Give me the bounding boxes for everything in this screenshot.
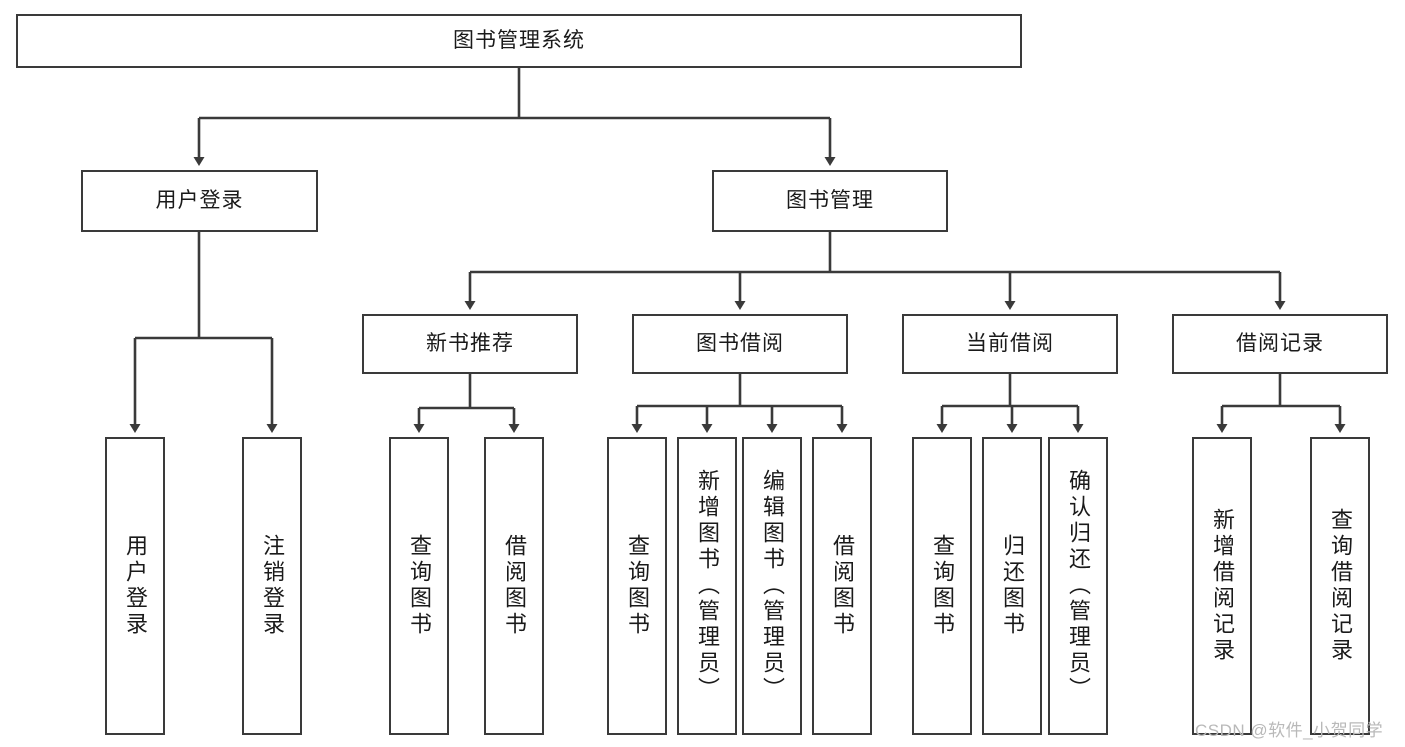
node-label: 借阅图书 — [502, 534, 527, 638]
node-leaf-user-login[interactable]: 用户登录 — [105, 437, 165, 735]
node-label: 新书推荐 — [426, 331, 514, 355]
node-leaf-add-record[interactable]: 新增借阅记录 — [1192, 437, 1252, 735]
node-leaf-borrow-book-2[interactable]: 借阅图书 — [812, 437, 872, 735]
node-leaf-query-book-2[interactable]: 查询图书 — [607, 437, 667, 735]
node-label: 借阅记录 — [1236, 331, 1324, 355]
node-label: 查询借阅记录 — [1328, 508, 1353, 664]
node-label: 图书管理 — [786, 188, 874, 212]
node-label: 确认归还（管理员） — [1066, 469, 1091, 703]
node-label: 新增图书（管理员） — [695, 469, 720, 703]
node-label: 查询图书 — [407, 534, 432, 638]
node-label: 当前借阅 — [966, 331, 1054, 355]
node-label: 归还图书 — [1000, 534, 1025, 638]
node-label: 编辑图书（管理员） — [760, 469, 785, 703]
node-label: 查询图书 — [930, 534, 955, 638]
watermark-text: CSDN @软件_小贺同学 — [1195, 721, 1384, 740]
node-leaf-logout-login[interactable]: 注销登录 — [242, 437, 302, 735]
node-label: 用户登录 — [155, 188, 244, 212]
node-leaf-edit-book[interactable]: 编辑图书（管理员） — [742, 437, 802, 735]
node-book-management[interactable]: 图书管理 — [712, 170, 948, 232]
node-current-borrow[interactable]: 当前借阅 — [902, 314, 1118, 374]
node-label: 新增借阅记录 — [1210, 508, 1235, 664]
node-label: 借阅图书 — [830, 534, 855, 638]
node-label: 注销登录 — [260, 534, 285, 638]
node-label: 图书借阅 — [696, 331, 784, 355]
node-leaf-query-book-3[interactable]: 查询图书 — [912, 437, 972, 735]
node-leaf-query-record[interactable]: 查询借阅记录 — [1310, 437, 1370, 735]
node-leaf-borrow-book-1[interactable]: 借阅图书 — [484, 437, 544, 735]
node-book-borrow[interactable]: 图书借阅 — [632, 314, 848, 374]
node-label: 用户登录 — [123, 534, 148, 638]
node-leaf-confirm-return[interactable]: 确认归还（管理员） — [1048, 437, 1108, 735]
node-borrow-record[interactable]: 借阅记录 — [1172, 314, 1388, 374]
node-user-login[interactable]: 用户登录 — [81, 170, 318, 232]
node-root-system[interactable]: 图书管理系统 — [16, 14, 1022, 68]
node-new-book-recommend[interactable]: 新书推荐 — [362, 314, 578, 374]
node-leaf-query-book-1[interactable]: 查询图书 — [389, 437, 449, 735]
node-label: 图书管理系统 — [453, 28, 585, 52]
node-leaf-return-book[interactable]: 归还图书 — [982, 437, 1042, 735]
node-leaf-add-book[interactable]: 新增图书（管理员） — [677, 437, 737, 735]
node-label: 查询图书 — [625, 534, 650, 638]
